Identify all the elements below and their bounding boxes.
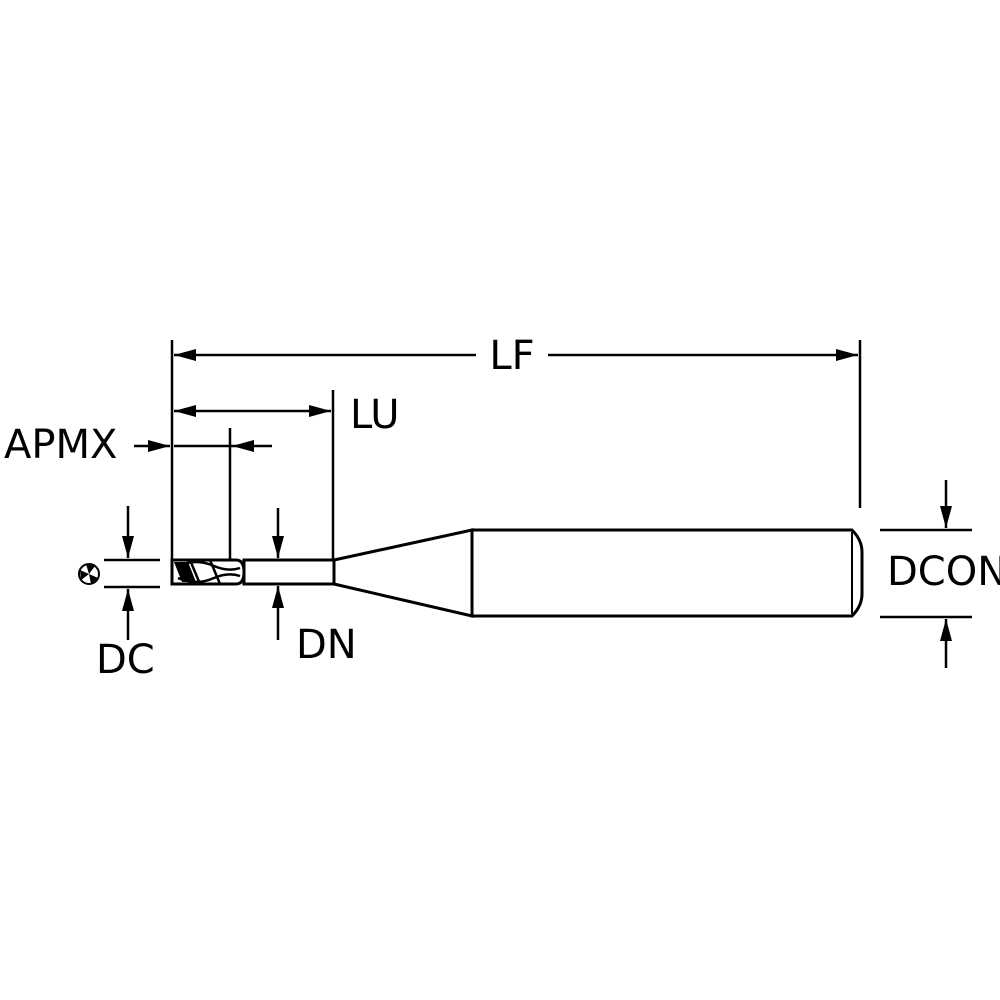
end-mill-end-view-icon xyxy=(78,563,100,585)
taper xyxy=(332,528,474,618)
label-dc: DC xyxy=(96,637,155,683)
label-dcon: DCON xyxy=(887,549,1000,595)
neck xyxy=(242,558,336,586)
dimension-lf xyxy=(170,340,862,560)
dimension-lu xyxy=(174,390,335,560)
shank xyxy=(470,528,864,618)
tool-body xyxy=(170,528,864,618)
label-lu: LU xyxy=(350,392,400,438)
dimension-dc xyxy=(104,506,160,640)
dimension-dcon xyxy=(880,480,972,668)
dimension-apmx xyxy=(134,428,272,560)
label-lf: LF xyxy=(489,333,534,379)
flute-lines xyxy=(177,559,241,585)
label-apmx: APMX xyxy=(4,422,117,468)
label-dn: DN xyxy=(296,622,357,668)
flute-shading xyxy=(174,562,196,582)
dimension-dn xyxy=(272,508,284,640)
